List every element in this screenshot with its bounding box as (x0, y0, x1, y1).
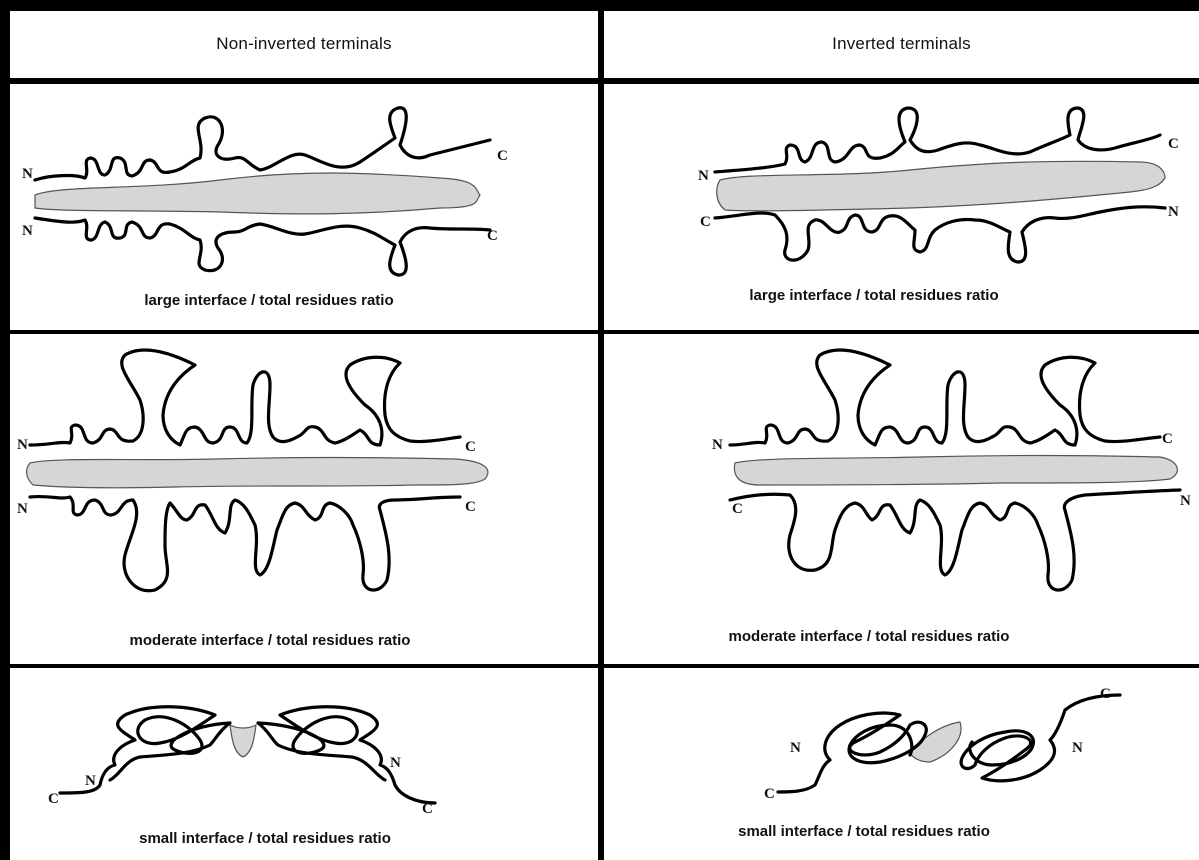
c-terminal-label: C (465, 499, 476, 515)
n-terminal-label: N (390, 755, 401, 771)
column-divider (598, 0, 604, 860)
caption-moderate-inverted: moderate interface / total residues rati… (604, 628, 1134, 645)
header-non-inverted: Non-inverted terminals (10, 34, 598, 54)
n-terminal-label: N (22, 166, 33, 182)
n-terminal-label: N (712, 437, 723, 453)
diagram-small-inverted: N C C N (760, 680, 1160, 810)
n-terminal-label: N (1180, 493, 1191, 509)
caption-small-non-inverted: small interface / total residues ratio (10, 830, 520, 847)
n-terminal-label: N (17, 437, 28, 453)
n-terminal-label: N (22, 223, 33, 239)
c-terminal-label: C (1162, 431, 1173, 447)
header-inverted: Inverted terminals (604, 34, 1199, 54)
diagram-small-non-inverted: N C N C (40, 685, 460, 815)
table-border-left (0, 0, 10, 860)
diagram-moderate-inverted: N C C N (700, 345, 1195, 610)
c-terminal-label: C (1168, 136, 1179, 152)
c-terminal-label: C (1100, 686, 1111, 702)
c-terminal-label: C (732, 501, 743, 517)
n-terminal-label: N (17, 501, 28, 517)
caption-moderate-non-inverted: moderate interface / total residues rati… (10, 632, 530, 649)
c-terminal-label: C (48, 791, 59, 807)
caption-small-inverted: small interface / total residues ratio (604, 823, 1124, 840)
caption-large-inverted: large interface / total residues ratio (604, 287, 1144, 304)
diagram-large-inverted: N C C N (690, 100, 1190, 280)
c-terminal-label: C (764, 786, 775, 802)
n-terminal-label: N (1072, 740, 1083, 756)
diagram-large-non-inverted: N N C C (20, 100, 590, 280)
c-terminal-label: C (422, 801, 433, 815)
caption-large-non-inverted: large interface / total residues ratio (10, 292, 528, 309)
n-terminal-label: N (790, 740, 801, 756)
n-terminal-label: N (1168, 204, 1179, 220)
c-terminal-label: C (497, 148, 508, 164)
n-terminal-label: N (698, 168, 709, 184)
c-terminal-label: C (487, 228, 498, 244)
n-terminal-label: N (85, 773, 96, 789)
c-terminal-label: C (465, 439, 476, 455)
diagram-moderate-non-inverted: N N C C (15, 345, 590, 610)
c-terminal-label: C (700, 214, 711, 230)
